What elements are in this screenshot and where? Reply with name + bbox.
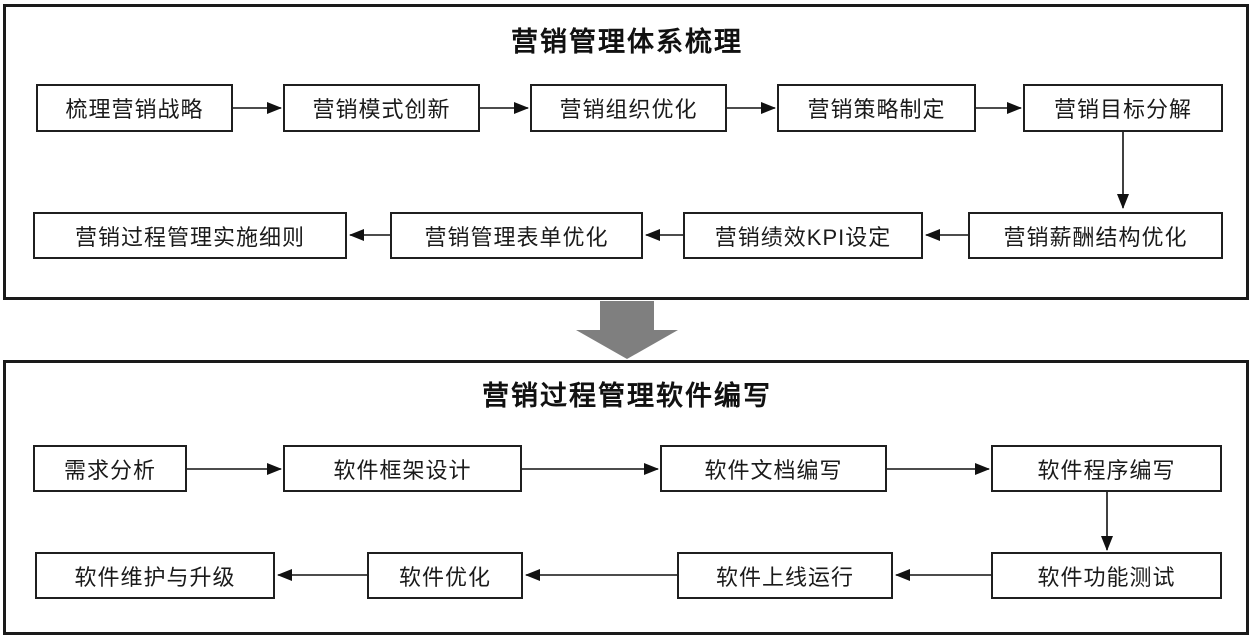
node-process-management-rules: 营销过程管理实施细则 bbox=[33, 212, 347, 259]
big-down-arrow bbox=[576, 301, 678, 359]
panel-marketing-system bbox=[3, 4, 1249, 300]
top-row1-arrows bbox=[233, 102, 1129, 209]
node-maintenance-upgrade: 软件维护与升级 bbox=[35, 552, 275, 599]
node-kpi-setting: 营销绩效KPI设定 bbox=[683, 212, 923, 259]
node-marketing-model-innovation: 营销模式创新 bbox=[283, 84, 480, 132]
panel-software-development bbox=[3, 360, 1249, 635]
node-framework-design: 软件框架设计 bbox=[283, 445, 522, 492]
node-marketing-tactics: 营销策略制定 bbox=[777, 84, 976, 132]
bottom-panel-title: 营销过程管理软件编写 bbox=[482, 381, 772, 411]
node-compensation-structure: 营销薪酬结构优化 bbox=[968, 212, 1223, 259]
node-function-testing: 软件功能测试 bbox=[991, 552, 1222, 599]
node-marketing-org-optimization: 营销组织优化 bbox=[530, 84, 727, 132]
node-marketing-goal-decomposition: 营销目标分解 bbox=[1023, 84, 1223, 132]
top-panel-title: 营销管理体系梳理 bbox=[511, 27, 743, 57]
node-doc-writing: 软件文档编写 bbox=[660, 445, 887, 492]
node-sort-marketing-strategy: 梳理营销战略 bbox=[36, 84, 233, 132]
node-requirement-analysis: 需求分析 bbox=[33, 445, 187, 492]
node-management-form-optimization: 营销管理表单优化 bbox=[390, 212, 643, 259]
node-program-writing: 软件程序编写 bbox=[991, 445, 1222, 492]
bottom-row1-arrows bbox=[187, 463, 1113, 551]
node-go-live: 软件上线运行 bbox=[677, 552, 893, 599]
node-software-optimization: 软件优化 bbox=[367, 552, 523, 599]
